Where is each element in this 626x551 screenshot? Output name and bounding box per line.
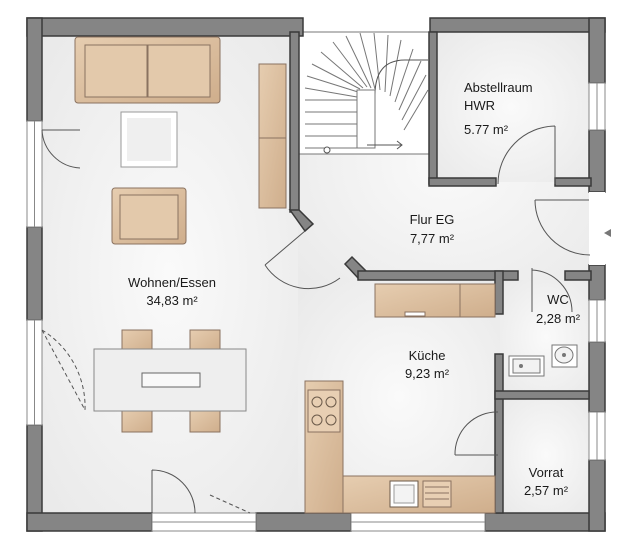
windows: [26, 82, 606, 532]
wall-wc-left: [494, 270, 504, 315]
stove: [307, 389, 341, 433]
wall-right-4: [588, 341, 606, 413]
wall-abstell-bottom: [428, 177, 497, 187]
room-name-vorrat: Vorrat: [529, 465, 564, 480]
room-name-kueche: Küche: [409, 348, 446, 363]
door-terrace-bottom-2: [209, 494, 251, 514]
room-area-wc: 2,28 m²: [536, 311, 581, 326]
table-runner: [141, 372, 201, 388]
stair-post-icon: [323, 146, 331, 154]
room-labels: Wohnen/Essen 34,83 m² Flur EG 7,77 m² Ab…: [128, 80, 581, 498]
wall-wc-left-lower: [494, 353, 504, 514]
room-area-flur: 7,77 m²: [410, 231, 455, 246]
armchair: [111, 187, 187, 245]
sofa: [74, 36, 221, 104]
wall-bottom-left: [26, 512, 153, 532]
dining-set: [93, 329, 247, 433]
entrance-opening: [589, 192, 605, 265]
wall-left-top: [26, 17, 43, 122]
room-name-wohnen: Wohnen/Essen: [128, 275, 216, 290]
floor-wc: [500, 280, 592, 394]
chair: [189, 409, 221, 433]
room-name-flur: Flur EG: [410, 212, 455, 227]
room-area-wohnen: 34,83 m²: [146, 293, 198, 308]
chair: [121, 409, 153, 433]
wall-wc-top: [564, 270, 592, 281]
door-wohnen-flur: [264, 230, 341, 290]
kitchen-counter-bottom: [342, 475, 496, 514]
room-name-wc: WC: [547, 292, 569, 307]
wall-top-left: [26, 17, 304, 37]
door-entrance: [534, 199, 591, 256]
floor-abstellraum: [435, 32, 587, 182]
door-abstellraum: [497, 125, 556, 185]
furniture: [74, 36, 578, 514]
room-area-kueche: 9,23 m²: [405, 366, 450, 381]
door-terrace-bottom: [151, 469, 196, 514]
room-area-vorrat: 2,57 m²: [524, 483, 569, 498]
room-area-abstellraum: 5.77 m²: [464, 122, 509, 137]
room-name-abstellraum: Abstellraum: [464, 80, 533, 95]
wall-diagonal-upper: [288, 209, 315, 233]
door-swings: [41, 125, 591, 514]
door-vorrat: [454, 411, 499, 456]
wall-left-mid: [26, 226, 43, 321]
shelf: [258, 63, 287, 209]
wall-right-top: [588, 17, 606, 84]
kitchen-stove-block: [304, 380, 344, 514]
wall-bottom-right: [484, 512, 606, 532]
wc-fixtures: [508, 344, 578, 377]
door-wc: [531, 268, 573, 313]
wall-flur-bottom: [357, 270, 519, 281]
walls: [26, 17, 606, 532]
wall-abstell-left: [428, 31, 438, 185]
wall-top-right: [429, 17, 606, 33]
floor-vorrat: [500, 397, 592, 513]
door-terrace-lower: [41, 329, 86, 411]
wall-bottom-mid: [255, 512, 352, 532]
kitchen-counter-top: [374, 283, 496, 318]
room-name2-abstellraum: HWR: [464, 98, 495, 113]
staircase: [297, 31, 432, 155]
wall-vorrat-top: [494, 390, 590, 400]
wall-stair-right: [289, 31, 300, 213]
entrance-arrow-icon: [604, 229, 611, 237]
wall-right-5: [588, 459, 606, 532]
wall-abstell-bottom-r: [554, 177, 592, 187]
door-terrace-left: [41, 129, 81, 169]
